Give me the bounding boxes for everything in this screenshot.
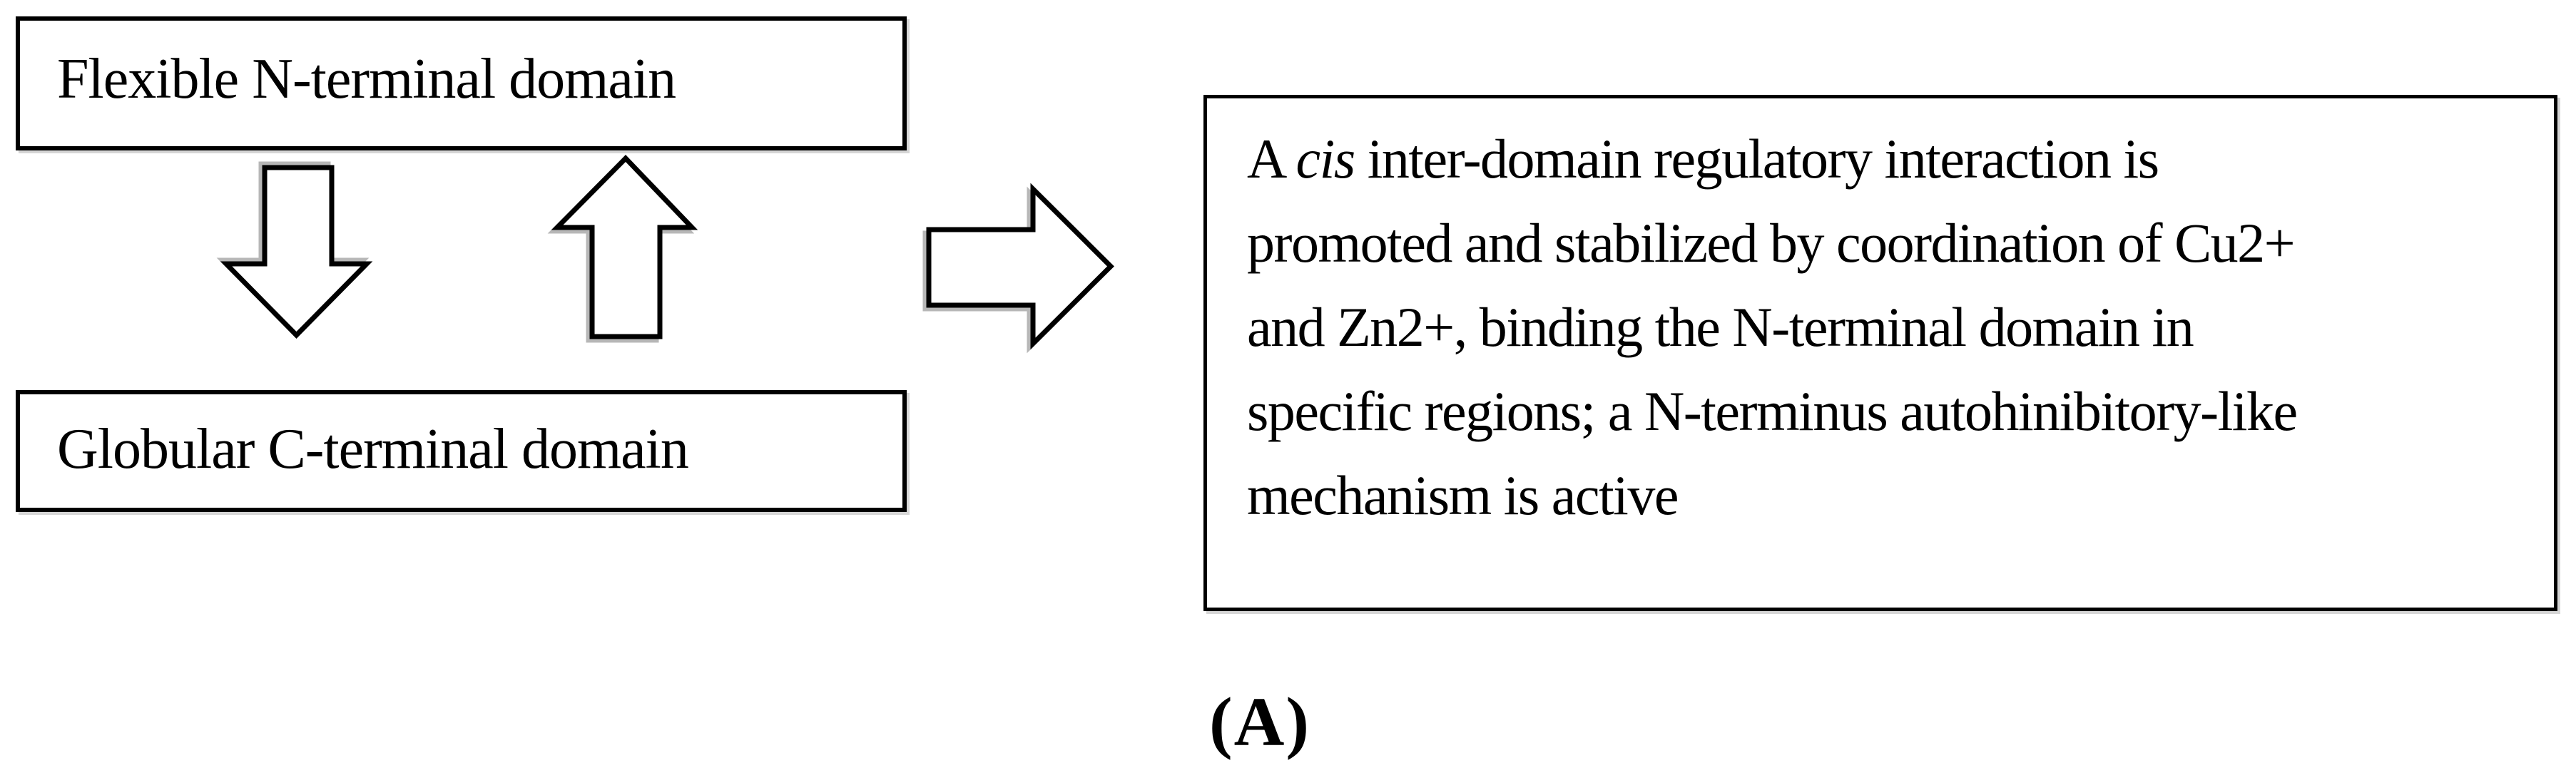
c-terminal-domain-label: Globular C-terminal domain <box>57 417 689 481</box>
right-arrow <box>926 183 1114 350</box>
description-line: promoted and stabilized by coordination … <box>1247 212 2296 274</box>
description-line: and Zn2+, binding the N-terminal domain … <box>1247 296 2194 358</box>
n-terminal-domain-label: Flexible N-terminal domain <box>57 48 676 111</box>
description-line: mechanism is active <box>1247 464 1679 526</box>
up-arrow <box>551 154 698 339</box>
description-text: A cis inter-domain regulatory interactio… <box>1247 117 2542 538</box>
c-terminal-domain-box: Globular C-terminal domain <box>16 390 907 512</box>
description-box: A cis inter-domain regulatory interactio… <box>1203 95 2557 611</box>
description-line: A cis inter-domain regulatory interactio… <box>1247 128 2159 190</box>
description-line: specific regions; a N-terminus autohinib… <box>1247 380 2298 442</box>
n-terminal-domain-box: Flexible N-terminal domain <box>16 16 907 150</box>
panel-label: (A) <box>1209 684 1311 761</box>
down-arrow <box>220 165 373 339</box>
